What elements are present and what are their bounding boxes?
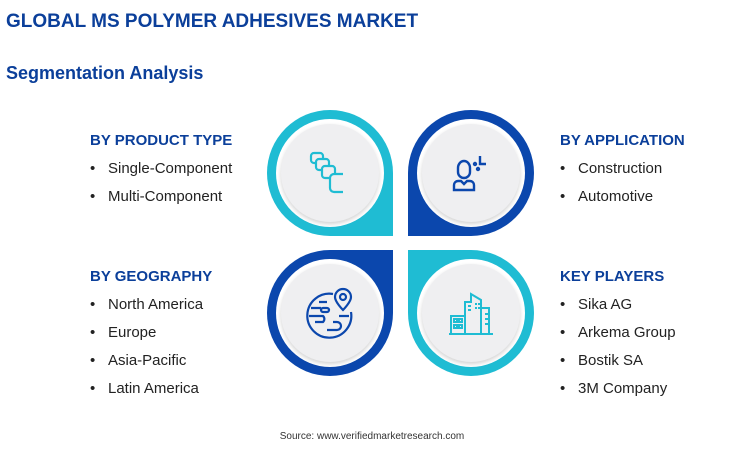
segment-application: BY APPLICATION ConstructionAutomotive (560, 131, 685, 215)
segment-key-players: KEY PLAYERS Sika AGArkema GroupBostik SA… (560, 267, 676, 407)
segment-geography: BY GEOGRAPHY North AmericaEuropeAsia-Pac… (90, 267, 212, 407)
person-icon (452, 156, 486, 192)
list-item: Automotive (560, 187, 685, 215)
page-subtitle: Segmentation Analysis (6, 63, 204, 83)
page-title: GLOBAL MS POLYMER ADHESIVES MARKET (6, 11, 419, 32)
list-item: Europe (90, 323, 212, 351)
application-badge (408, 110, 534, 236)
buildings-icon (449, 292, 493, 335)
geography-badge (267, 250, 393, 376)
product-type-badge (267, 110, 393, 236)
segment-heading: BY PRODUCT TYPE (90, 132, 233, 149)
key-players-badge (408, 250, 534, 376)
globe-pin-icon (306, 287, 353, 339)
list-item: Sika AG (560, 295, 676, 323)
list-item: 3M Company (560, 379, 676, 407)
source-note: Source: www.verifiedmarketresearch.com (279, 431, 465, 442)
list-item: Arkema Group (560, 323, 676, 351)
list-item: Bostik SA (560, 351, 676, 379)
layers-icon (309, 151, 343, 194)
segment-heading: BY GEOGRAPHY (90, 268, 213, 285)
segment-heading: KEY PLAYERS (560, 268, 665, 285)
segment-heading: BY APPLICATION (560, 132, 685, 149)
segment-product-type: BY PRODUCT TYPE Single-ComponentMulti-Co… (90, 131, 232, 215)
list-item: Multi-Component (90, 187, 232, 215)
list-item: Construction (560, 159, 685, 187)
list-item: Single-Component (90, 159, 232, 187)
list-item: Latin America (90, 379, 212, 407)
list-item: North America (90, 295, 212, 323)
list-item: Asia-Pacific (90, 351, 212, 379)
